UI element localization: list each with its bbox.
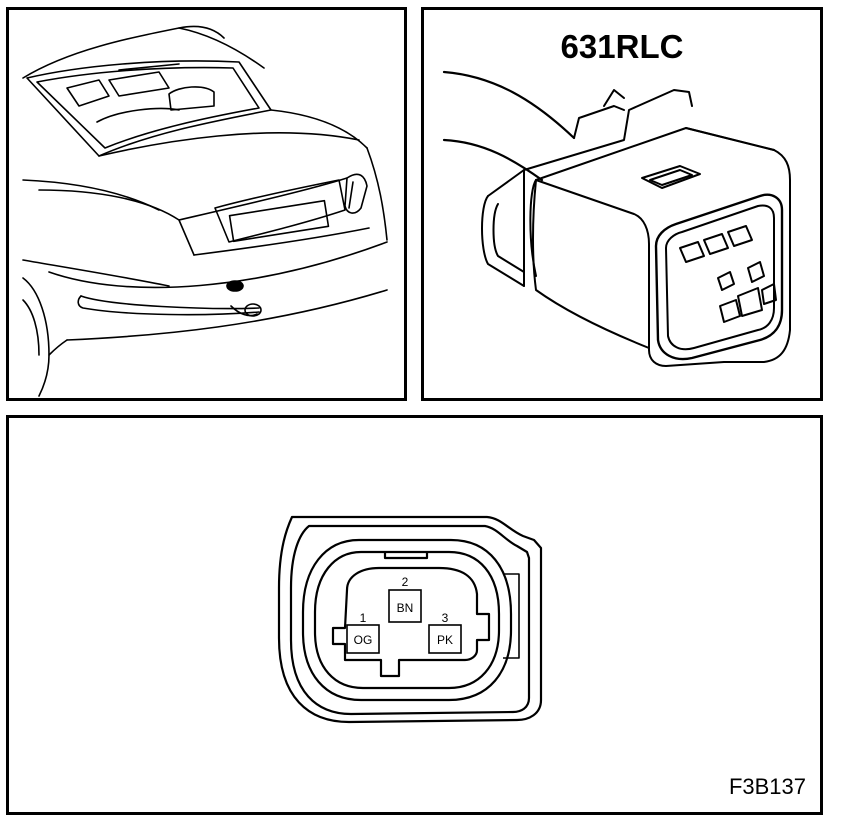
pin-1-color: OG (354, 633, 373, 647)
connector-face-icon: 2 1 3 BN OG PK (277, 515, 543, 724)
pin-2-box (388, 589, 422, 623)
connector-code: 631RLC (560, 28, 684, 65)
pinout-panel: 2 1 3 BN OG PK F3B137 (6, 415, 823, 815)
pin-1-number: 1 (360, 611, 367, 625)
pin-1-box (346, 624, 380, 654)
connector-panel: 631RLC (421, 7, 823, 401)
pin-2-number: 2 (402, 575, 409, 589)
figure-id: F3B137 (728, 774, 806, 799)
pin-3-number: 3 (442, 611, 449, 625)
pin-3-color: PK (437, 633, 453, 647)
pin-3-box (428, 624, 462, 654)
pin-2-color: BN (397, 601, 414, 615)
connector-housing-icon (442, 70, 791, 367)
car-rear-icon (22, 25, 388, 397)
car-rear-view-panel (6, 7, 407, 401)
